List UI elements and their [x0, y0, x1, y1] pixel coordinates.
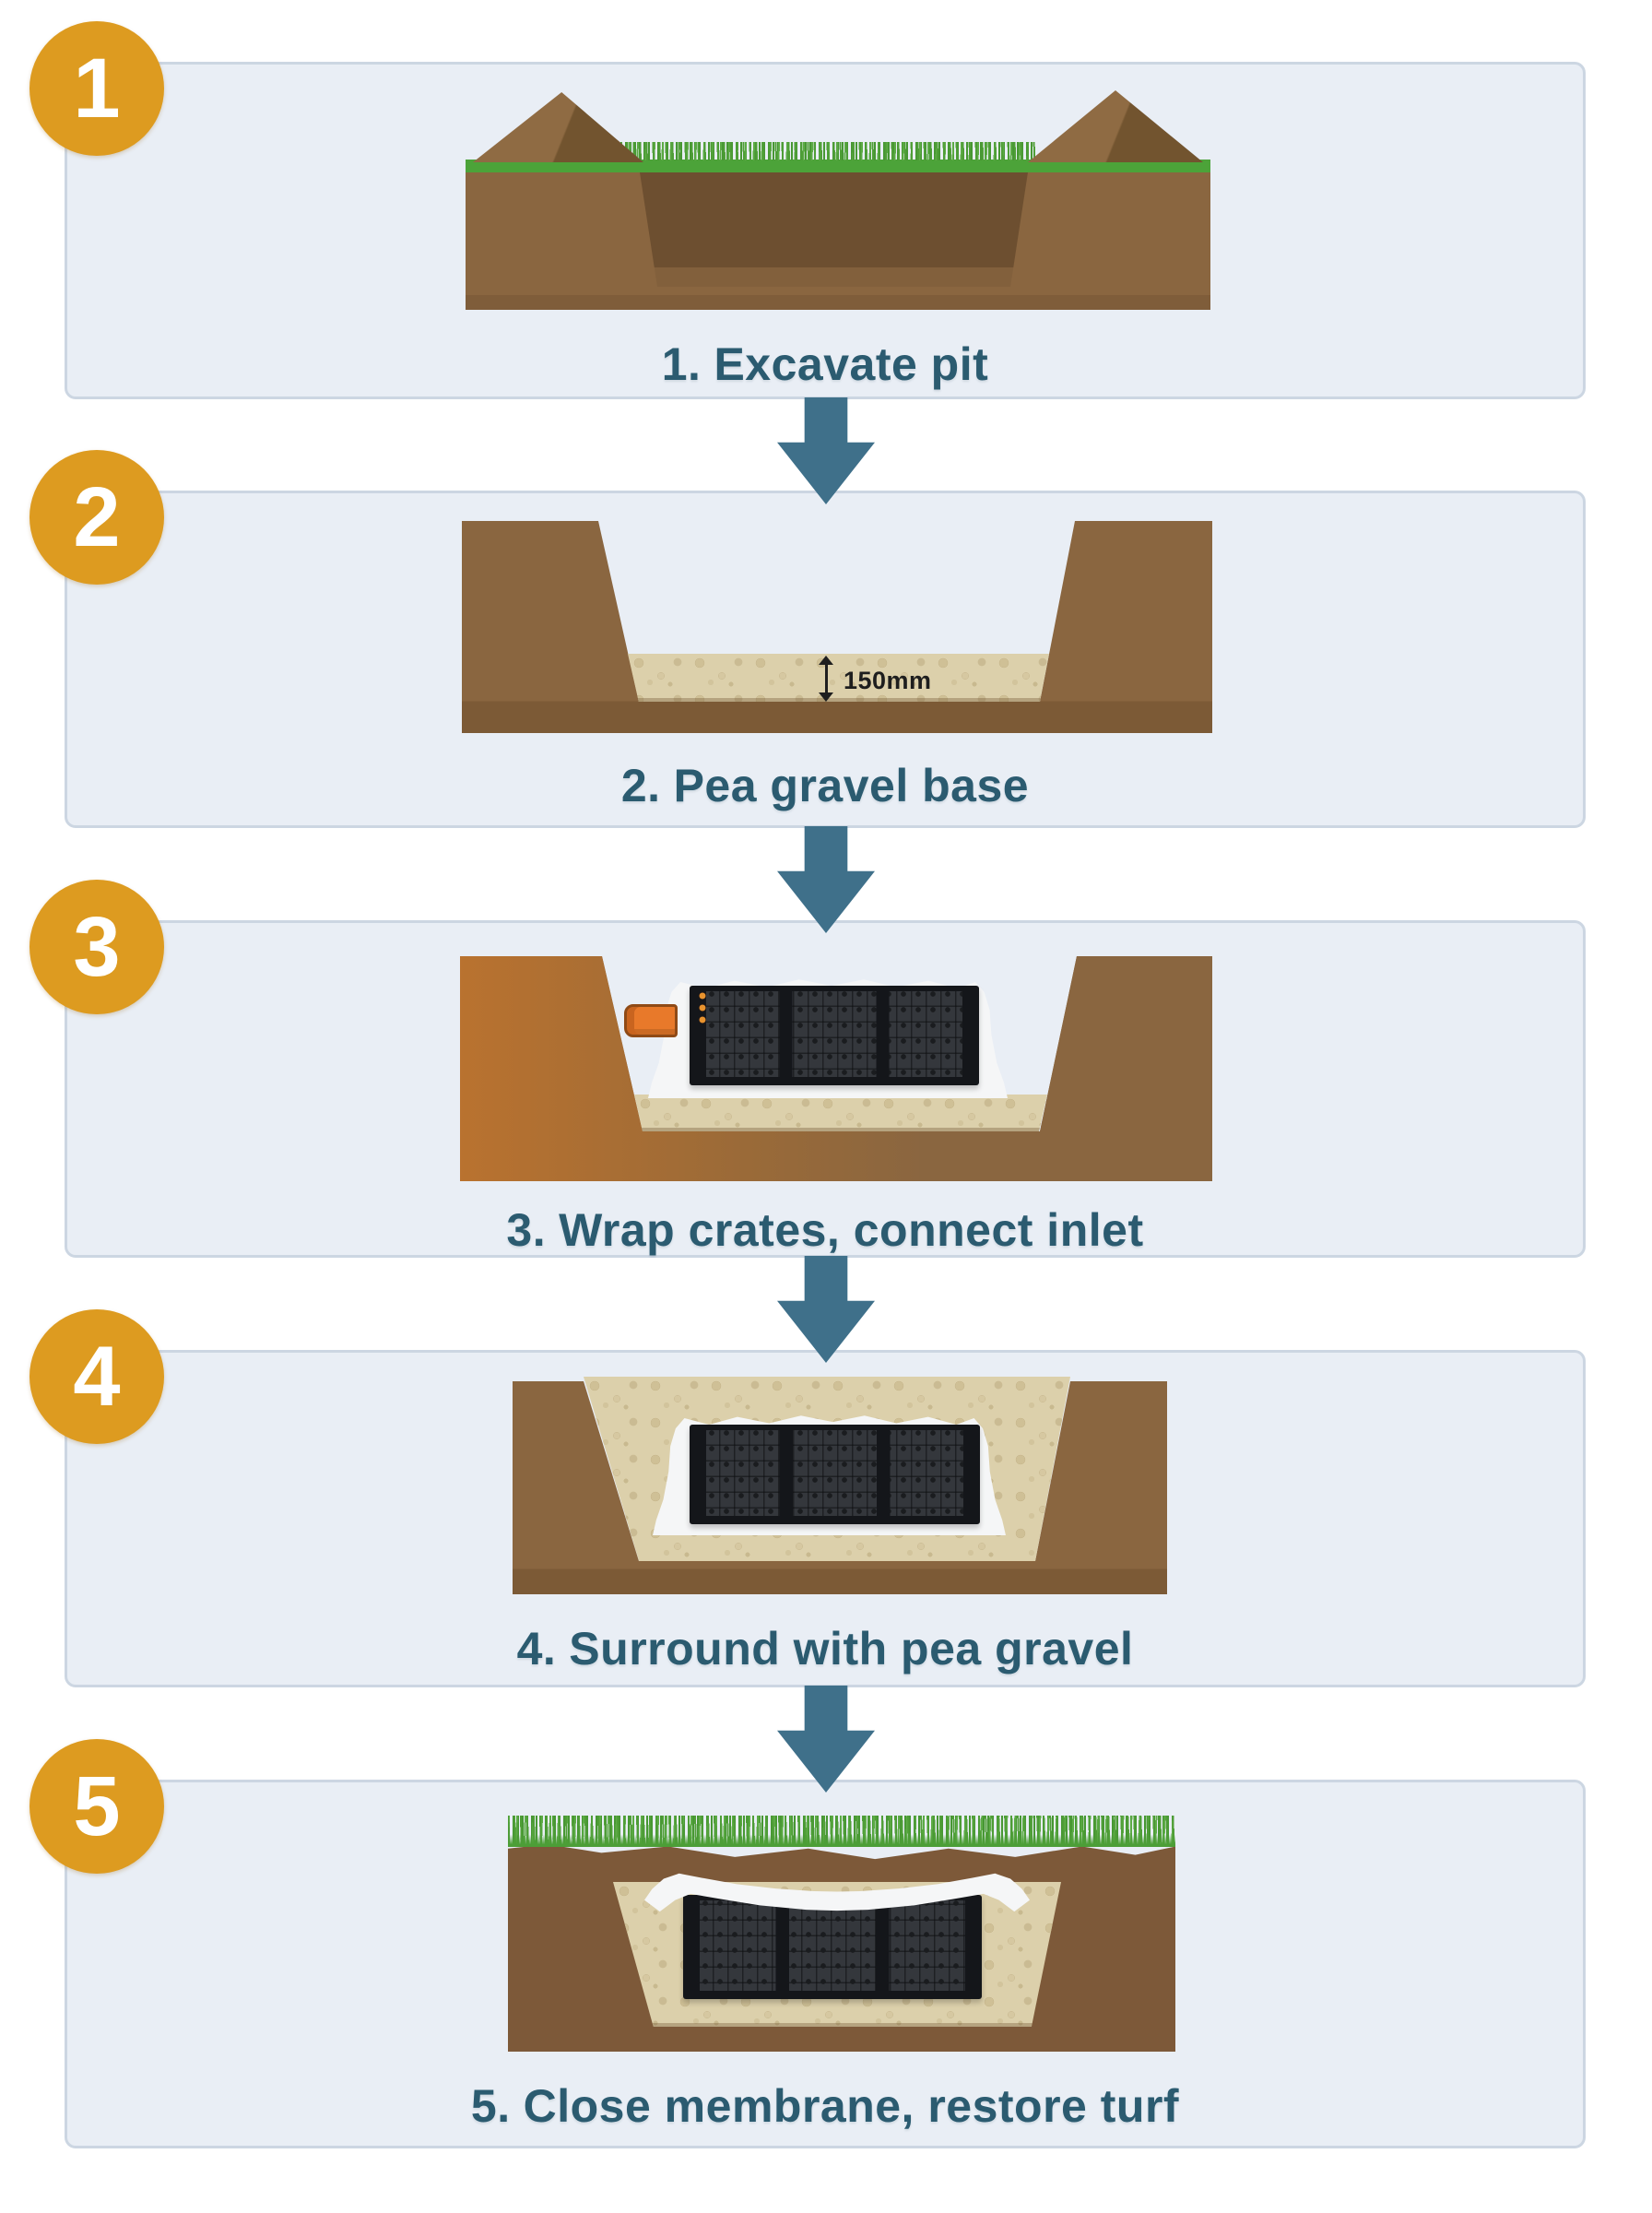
- inlet-connector-detail: [695, 989, 710, 1024]
- step-caption-text: Pea gravel base: [673, 760, 1030, 811]
- step-1-illustration: [67, 65, 1583, 396]
- step-caption-number: 3.: [506, 1204, 547, 1256]
- spoil-mound-left: [473, 92, 643, 162]
- pea-gravel-base-layer: [634, 1095, 1047, 1131]
- step-caption-number: 5.: [470, 2080, 511, 2132]
- arrow-down-icon: [777, 397, 875, 504]
- pea-gravel-base-layer: [628, 654, 1049, 702]
- step-caption-number: 4.: [516, 1623, 557, 1675]
- soakaway-crates: [690, 986, 979, 1085]
- soakaway-crates: [683, 1895, 982, 1999]
- step-caption-number: 2.: [620, 760, 661, 811]
- arrow-down-icon: [777, 826, 875, 933]
- spoil-mound-right: [1028, 90, 1203, 162]
- step-caption: 1.Excavate pit: [67, 339, 1583, 390]
- step-2-illustration: 150mm: [67, 493, 1583, 825]
- step-3-illustration: [67, 923, 1583, 1255]
- step-caption-text: Excavate pit: [714, 338, 989, 390]
- step-panel-4: 4.Surround with pea gravel: [65, 1350, 1586, 1687]
- step-badge-5: 5: [30, 1739, 164, 1874]
- step-badge-1: 1: [30, 21, 164, 156]
- arrow-down-icon: [777, 1686, 875, 1793]
- excavated-pit: [640, 172, 1028, 287]
- step-caption-text: Surround with pea gravel: [569, 1623, 1134, 1675]
- step-caption-text: Close membrane, restore turf: [523, 2080, 1180, 2132]
- step-caption: 2.Pea gravel base: [67, 761, 1583, 811]
- step-badge-4: 4: [30, 1309, 164, 1444]
- step-panel-5: 5.Close membrane, restore turf: [65, 1780, 1586, 2148]
- arrow-down-icon: [777, 1256, 875, 1363]
- step-4-illustration: [67, 1353, 1583, 1685]
- step-caption-number: 1.: [661, 338, 702, 390]
- step-caption: 5.Close membrane, restore turf: [67, 2081, 1583, 2132]
- inlet-pipe: [624, 1004, 678, 1037]
- depth-dimension-label: 150mm: [844, 667, 932, 694]
- step-panel-2: 150mm 2.Pea gravel base: [65, 491, 1586, 828]
- dimension-line: [824, 663, 828, 694]
- step-badge-2: 2: [30, 450, 164, 585]
- step-caption: 3.Wrap crates, connect inlet: [67, 1205, 1583, 1256]
- grass-blades: [620, 142, 1035, 160]
- grass-turf-strip: [466, 160, 1210, 172]
- step-caption-text: Wrap crates, connect inlet: [559, 1204, 1144, 1256]
- step-panel-3: 3.Wrap crates, connect inlet: [65, 920, 1586, 1258]
- step-badge-3: 3: [30, 880, 164, 1014]
- restored-turf: [508, 1816, 1175, 1847]
- soakaway-crates: [690, 1425, 980, 1524]
- step-panel-1: 1.Excavate pit: [65, 62, 1586, 399]
- step-caption: 4.Surround with pea gravel: [67, 1624, 1583, 1675]
- depth-dimension-arrow-icon: [816, 656, 836, 702]
- step-5-illustration: [67, 1782, 1583, 2146]
